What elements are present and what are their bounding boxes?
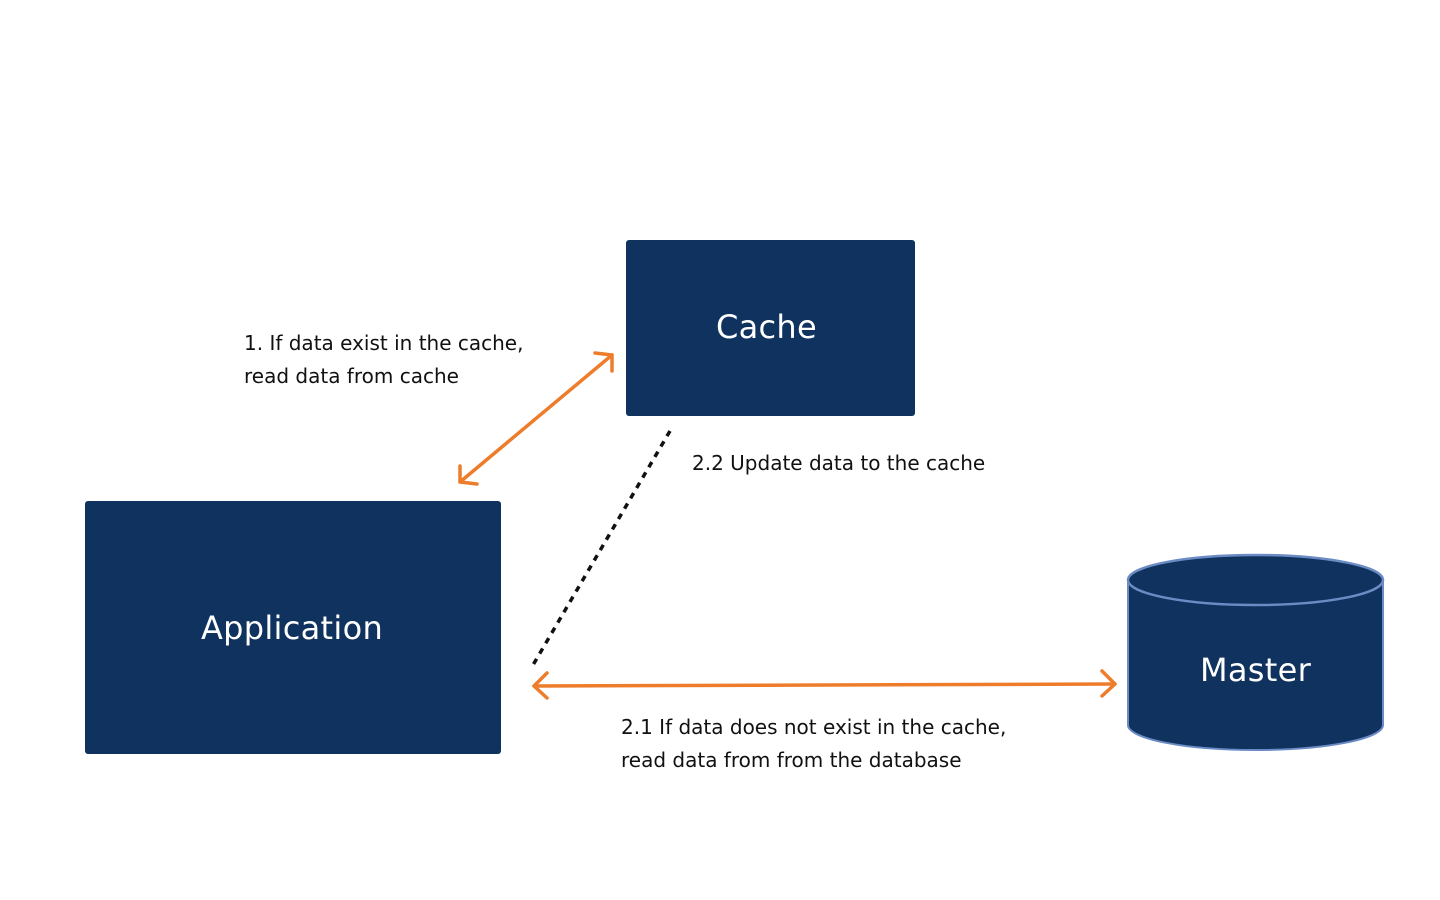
read-db-arrowhead-right: [1100, 669, 1117, 698]
read-cache-label-line2: read data from cache: [244, 364, 459, 388]
master-node-label: Master: [1199, 651, 1312, 689]
read-db-label: 2.1 If data does not exist in the cache,…: [621, 711, 1006, 777]
application-node: Application: [85, 501, 501, 754]
master-cylinder-body: [1127, 579, 1384, 751]
master-cylinder-top: [1126, 553, 1385, 607]
read-cache-label-line1: 1. If data exist in the cache,: [244, 331, 524, 355]
read-db-arrowhead-left: [532, 671, 549, 700]
read-db-arrow: [532, 669, 1117, 700]
cache-node: Cache: [626, 240, 915, 416]
master-cylinder: [1126, 553, 1385, 751]
update-cache-dotted-line: [531, 430, 672, 666]
read-cache-label: 1. If data exist in the cache, read data…: [244, 327, 523, 393]
update-cache-label: 2.2 Update data to the cache: [692, 451, 986, 475]
read-db-label-line2: read data from from the database: [621, 748, 962, 772]
read-cache-arrow: [458, 351, 614, 486]
read-cache-arrowhead-bottom: [458, 464, 479, 486]
read-db-label-line1: 2.1 If data does not exist in the cache,: [621, 715, 1007, 739]
cache-node-label: Cache: [715, 308, 817, 346]
read-cache-arrowhead-top: [593, 351, 614, 373]
application-node-label: Application: [200, 608, 384, 647]
